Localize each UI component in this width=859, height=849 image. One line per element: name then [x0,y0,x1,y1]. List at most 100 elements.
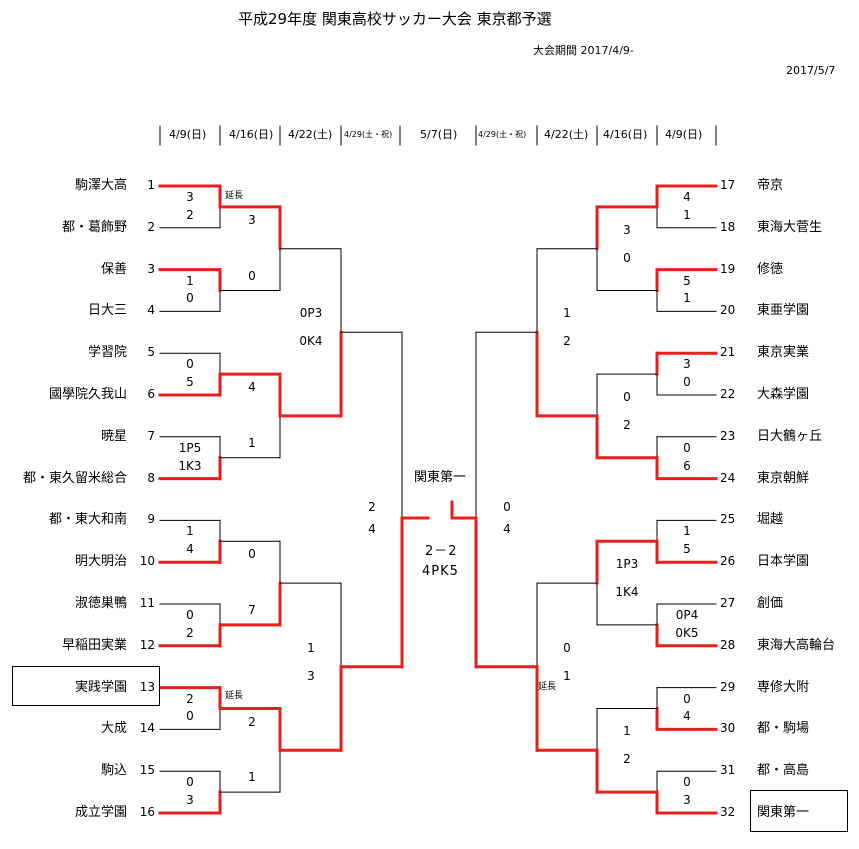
seed-number: 9 [147,512,155,527]
match-score: 2 [186,691,194,706]
seed-number: 16 [139,805,155,819]
seed-number: 4 [147,303,155,318]
seed-number: 17 [720,178,736,192]
team-name: 東海大高輪台 [757,637,836,653]
seed-number: 24 [720,470,736,485]
match-score: 0 [186,608,194,622]
match-score: 1P3 [615,557,639,572]
team-name: 専修大附 [757,679,810,695]
match-score: 4 [683,190,691,204]
match-score: 2 [186,625,194,640]
match-score: 4 [248,380,256,395]
team-name: 都・駒場 [757,721,810,737]
header-left-round3: 4/22(土) [288,128,333,141]
team-name: 駒込 [100,763,127,779]
team-name: 東京実業 [757,345,810,361]
match-score: 0 [186,357,194,372]
match-score: 5 [683,273,691,288]
match-score: 0 [623,389,631,404]
match-score: 0K4 [299,334,323,349]
seed-number: 23 [720,428,736,443]
tournament-period: 大会期間 2017/4/9- [533,44,634,57]
team-name: 都・東久留米総合 [22,470,127,486]
team-name: 東京朝鮮 [757,470,810,486]
match-score: 0 [503,500,511,514]
match-score: 4 [186,542,194,557]
match-score: 1K3 [178,458,202,473]
match-score: 0P3 [299,306,323,321]
match-score: 0 [623,250,631,265]
page-title: 平成29年度 関東高校サッカー大会 東京都予選 [238,10,552,28]
team-name: 都・東大和南 [48,512,127,528]
header-right-round4: 4/29(土・祝) [478,130,527,139]
seed-number: 19 [720,261,736,276]
match-score: 5 [683,542,691,557]
seed-number: 18 [720,219,736,234]
team-name: 学習院 [87,345,127,361]
match-score: 1 [683,207,691,222]
match-score: 1 [623,724,631,739]
match-score: 1 [186,273,194,288]
match-score: 2 [368,500,376,514]
header-right-round1: 4/9(日) [665,128,703,141]
seed-number: 8 [147,470,155,485]
match-score: 0 [186,291,194,306]
match-score: 3 [248,212,256,227]
champion-name: 関東第一 [414,470,467,485]
seed-number: 2 [147,219,155,234]
team-name: 淑徳巣鴨 [74,596,127,611]
seed-number: 15 [139,763,155,778]
seed-number: 14 [139,721,155,736]
seed-number: 6 [147,387,155,401]
match-score: 0 [683,775,691,790]
match-score: 0 [186,775,194,790]
match-score: 3 [307,668,315,683]
match-score: 0 [683,691,691,706]
match-score: 4 [368,522,376,536]
seed-number: 5 [147,345,155,360]
team-name: 日本学園 [757,554,810,570]
seed-number: 32 [720,805,736,819]
team-name: 日大鶴ヶ丘 [757,428,823,444]
match-score: 3 [623,222,631,237]
highlight-box-left [12,666,160,706]
match-score: 2 [563,334,571,349]
team-name: 大成 [100,721,127,737]
seed-number: 1 [147,178,155,192]
match-score: 0 [248,547,256,562]
team-name: 帝京 [757,178,784,193]
match-score: 0 [683,375,691,389]
extra-time-note: 延長 [225,691,244,701]
match-score: 0K5 [675,625,699,640]
seed-number: 30 [720,721,736,736]
match-score: 5 [186,375,194,389]
seed-number: 10 [139,554,155,569]
match-score: 1K4 [615,585,639,600]
final-pk-score: 4PK5 [422,564,459,579]
extra-time-note: 延長 [538,682,557,692]
match-score: 2 [186,207,194,222]
team-name: 暁星 [100,428,127,444]
match-score: 7 [248,602,256,617]
seed-number: 13 [139,679,155,694]
match-score: 0 [683,440,691,455]
match-score: 4 [683,709,691,724]
team-name: 東海大菅生 [757,219,823,235]
team-name: 大森学園 [757,387,810,402]
match-score: 0 [248,268,256,283]
seed-number: 20 [720,303,736,318]
match-score: 0P4 [675,608,699,622]
seed-number: 29 [720,679,736,694]
match-score: 1 [307,640,315,655]
team-name: 成立学園 [74,805,127,820]
match-score: 1 [563,306,571,321]
seed-number: 7 [147,428,155,443]
match-score: 1 [248,770,256,785]
header-left-round1: 4/9(日) [169,128,207,141]
match-score: 1 [186,524,194,539]
team-name: 明大明治 [74,554,127,570]
match-score: 2 [248,714,256,729]
team-name: 早稲田実業 [61,637,127,653]
final-score: 2－2 [425,544,458,559]
